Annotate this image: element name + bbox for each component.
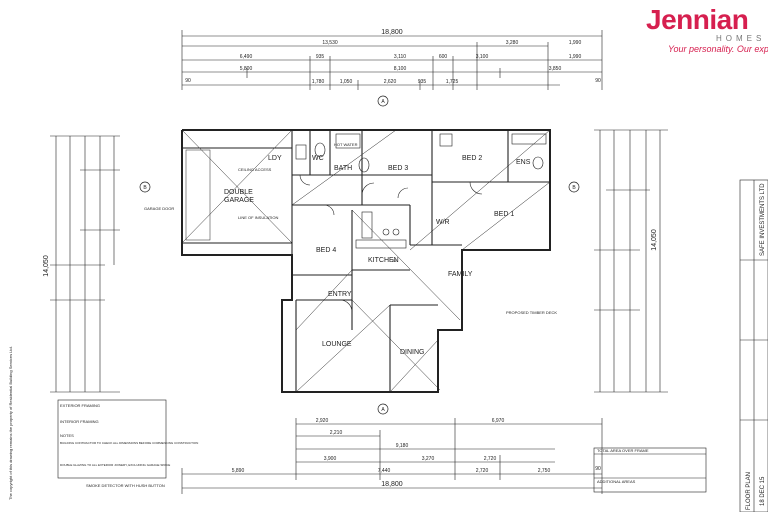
- room-kitchen: KITCHEN: [368, 257, 399, 264]
- dim-bottom-1a: 2,920: [316, 418, 329, 424]
- dim-left-overall: 14,050: [43, 255, 50, 277]
- dim-top-2f: 1,990: [569, 54, 582, 60]
- dim-bottom-4b: 3,270: [422, 456, 435, 462]
- room-dining: DINING: [400, 349, 425, 356]
- dim-top-3a: 5,800: [240, 66, 253, 72]
- dim-top-4e: 1,725: [446, 79, 459, 85]
- smoke-detector-label: SMOKE DETECTOR WITH HUSH BUTTON: [86, 483, 165, 488]
- insulation-label: LINE OF INSULATION: [238, 215, 278, 220]
- section-marker-bottom: A: [381, 407, 385, 413]
- room-entry: ENTRY: [328, 291, 352, 298]
- dim-top-1c: 1,990: [569, 40, 582, 46]
- dim-top-overall: 18,800: [381, 29, 403, 36]
- room-bed-1: BED 1: [494, 211, 514, 218]
- dim-bottom-edge: 90: [595, 466, 601, 472]
- dim-bottom-4c: 2,720: [484, 456, 497, 462]
- room-bed-3: BED 3: [388, 165, 408, 172]
- room-wc: WC: [312, 155, 324, 162]
- dim-top-edge-right: 90: [595, 78, 601, 84]
- dim-bottom-5d: 2,750: [538, 468, 551, 474]
- brand-sub: HOMES: [716, 34, 766, 43]
- dim-bottom-overall: 18,800: [381, 481, 403, 488]
- garage-door-label: GARAGE DOOR: [144, 206, 174, 211]
- title-block-client: SAFE INVESTMENTS LTD: [760, 183, 766, 256]
- timber-deck-label: PROPOSED TIMBER DECK: [506, 310, 557, 315]
- brand-logo: Jennian: [646, 4, 749, 35]
- dim-top-4d: 935: [418, 79, 427, 85]
- room-walk-in-robe: W/R: [436, 219, 450, 226]
- note-check-dimensions: BUILDING CONTRACTOR TO CHECK ALL DIMENSI…: [60, 441, 198, 445]
- dim-top-3c: 3,850: [549, 66, 562, 72]
- dim-top-4a: 1,780: [312, 79, 325, 85]
- title-block-date: 18 DEC 15: [760, 476, 766, 506]
- dim-bottom-3: 9,180: [396, 443, 409, 449]
- dim-bottom-2: 2,210: [330, 430, 343, 436]
- room-lounge: LOUNGE: [322, 341, 352, 348]
- dim-top-3b: 8,100: [394, 66, 407, 72]
- section-marker-top: A: [381, 99, 385, 105]
- dim-top-2d: 600: [439, 54, 448, 60]
- dim-bottom-1b: 6,970: [492, 418, 505, 424]
- note-heading: NOTES: [60, 433, 74, 438]
- note-double-glazing: DOUBLE GLAZING TO ALL EXTERIOR JOINERY, …: [60, 463, 170, 467]
- room-bath: BATH: [334, 165, 352, 172]
- dim-top-2b: 935: [316, 54, 325, 60]
- room-ensuite: ENS: [516, 159, 531, 166]
- room-laundry: LDY: [268, 155, 282, 162]
- room-family: FAMILY: [448, 271, 473, 278]
- area-table-additional: ADDITIONAL AREAS: [597, 479, 636, 484]
- room-bed-2: BED 2: [462, 155, 482, 162]
- dim-bottom-5a: 5,890: [232, 468, 245, 474]
- dim-bottom-4a: 3,900: [324, 456, 337, 462]
- dim-top-2e: 3,100: [476, 54, 489, 60]
- dim-top-4b: 1,050: [340, 79, 353, 85]
- dim-top-1a: 13,530: [322, 40, 338, 46]
- copyright-note: The copyright of this drawing remains th…: [8, 346, 13, 500]
- area-table-title: TOTAL AREA OVER FRAME: [597, 448, 649, 453]
- hot-water-label: HOT WATER: [334, 142, 358, 147]
- note-exterior-framing: EXTERIOR FRAMING: [60, 403, 100, 408]
- dim-top-edge-left: 90: [185, 78, 191, 84]
- room-garage-line1: DOUBLE: [224, 189, 253, 196]
- dim-bottom-5c: 2,720: [476, 468, 489, 474]
- section-marker-left: B: [143, 185, 147, 191]
- kitchen-sheet-ref: A1: [392, 258, 398, 263]
- ceiling-access-label: CEILING ACCESS: [238, 167, 272, 172]
- note-interior-framing: INTERIOR FRAMING: [60, 419, 99, 424]
- dim-top-4c: 2,620: [384, 79, 397, 85]
- brand-tagline: Your personality. Our expe: [668, 44, 768, 54]
- section-marker-right: B: [572, 185, 576, 191]
- room-garage-line2: GARAGE: [224, 197, 254, 204]
- dim-top-1b: 3,280: [506, 40, 519, 46]
- title-block-sheet: FLOOR PLAN: [746, 472, 752, 510]
- dim-right-overall: 14,050: [651, 229, 658, 251]
- dim-top-2c: 3,110: [394, 54, 406, 60]
- room-bed-4: BED 4: [316, 247, 336, 254]
- dim-bottom-5b: 7,440: [378, 468, 391, 474]
- dim-top-2a: 6,490: [240, 54, 253, 60]
